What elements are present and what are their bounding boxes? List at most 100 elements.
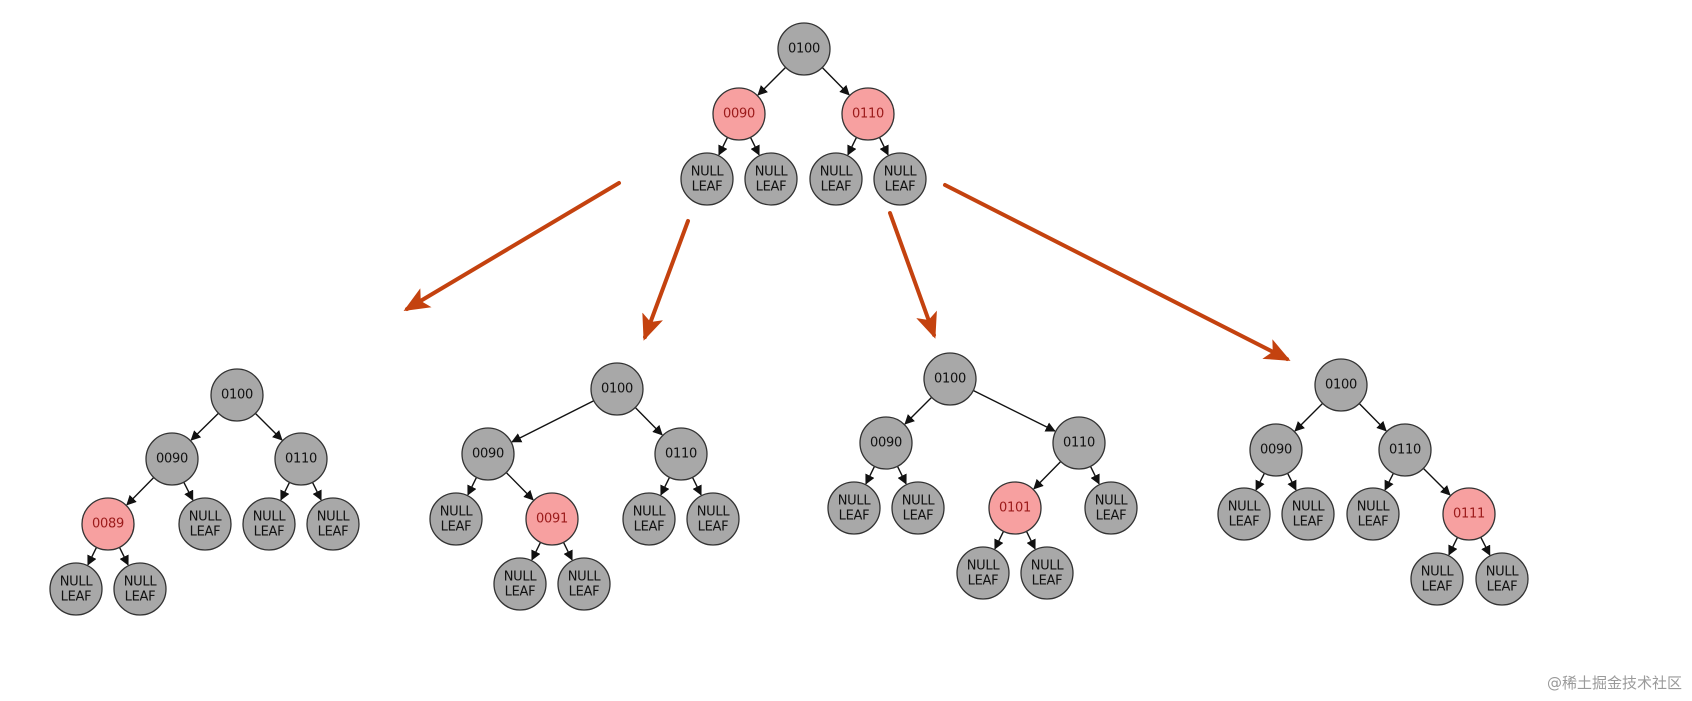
transition-arrow-1 xyxy=(403,181,621,312)
node-label: NULL xyxy=(691,165,725,180)
node-label: 0101 xyxy=(999,501,1031,516)
tree-edge xyxy=(865,466,876,485)
node-circle xyxy=(988,481,1042,535)
node-circle xyxy=(1052,416,1106,470)
insert-0111-node-0111: 0111 xyxy=(1442,487,1496,541)
tree-edge xyxy=(183,481,194,501)
tree-edge xyxy=(634,407,663,436)
insert-0101-node-0100: 0100 xyxy=(923,352,977,406)
node-label: 0090 xyxy=(723,107,755,122)
tree-edge xyxy=(847,137,858,156)
node-circle xyxy=(654,427,708,481)
node-circle xyxy=(1314,358,1368,412)
watermark: @稀土掘金技术社区 xyxy=(1546,674,1682,692)
node-label: NULL xyxy=(1031,559,1065,574)
node-label: NULL xyxy=(189,510,223,525)
tree-edge xyxy=(878,137,889,156)
tree-edge xyxy=(190,412,219,441)
node-label: LEAF xyxy=(692,180,723,195)
tree-edge xyxy=(1089,466,1100,485)
node-circle xyxy=(744,152,798,206)
node-label: NULL xyxy=(1357,500,1391,515)
node-label: 0111 xyxy=(1453,507,1485,522)
node-label: 0090 xyxy=(1260,443,1292,458)
tree-edge xyxy=(691,477,702,496)
transition-arrow-2 xyxy=(642,219,690,341)
node-circle xyxy=(1084,481,1138,535)
insert-0091-node-0100: 0100 xyxy=(590,362,644,416)
node-circle xyxy=(1020,546,1074,600)
node-label: NULL xyxy=(1228,500,1262,515)
node-circle xyxy=(956,546,1010,600)
node-label: LEAF xyxy=(505,585,536,600)
node-label: NULL xyxy=(1421,565,1455,580)
tree-edge xyxy=(1294,402,1324,432)
transition-arrow-3 xyxy=(888,211,937,339)
node-circle xyxy=(1475,552,1529,606)
node-circle xyxy=(429,492,483,546)
node-circle xyxy=(809,152,863,206)
node-label: NULL xyxy=(1095,494,1129,509)
node-label: LEAF xyxy=(885,180,916,195)
insert-0091-node-0091: 0091 xyxy=(525,492,579,546)
node-circle xyxy=(49,562,103,616)
node-label: NULL xyxy=(60,575,94,590)
node-label: NULL xyxy=(253,510,287,525)
original-node-0100: 0100 xyxy=(777,22,831,76)
node-label: LEAF xyxy=(698,520,729,535)
tree-edge xyxy=(1448,537,1459,556)
tree-edge xyxy=(511,400,595,443)
node-label: LEAF xyxy=(1487,580,1518,595)
tree-edge xyxy=(118,547,129,566)
node-label: NULL xyxy=(1292,500,1326,515)
node-label: 0100 xyxy=(1325,378,1357,393)
insert-0111-node-0090: 0090 xyxy=(1249,423,1303,477)
insert-0091-node-0110: 0110 xyxy=(654,427,708,481)
node-label: LEAF xyxy=(318,525,349,540)
node-circle xyxy=(1249,423,1303,477)
node-label: LEAF xyxy=(1032,574,1063,589)
node-label: NULL xyxy=(820,165,854,180)
node-label: LEAF xyxy=(968,574,999,589)
node-label: NULL xyxy=(884,165,918,180)
tree-edge xyxy=(311,482,322,501)
insert-0111-node-0110: 0110 xyxy=(1378,423,1432,477)
node-circle xyxy=(210,368,264,422)
tree-edge xyxy=(718,137,729,156)
node-label: LEAF xyxy=(61,590,92,605)
node-circle xyxy=(827,481,881,535)
node-label: 0089 xyxy=(92,517,124,532)
tree-edge xyxy=(280,482,291,501)
insert-0101-node-0101: 0101 xyxy=(988,481,1042,535)
node-circle xyxy=(923,352,977,406)
node-circle xyxy=(859,416,913,470)
node-label: LEAF xyxy=(254,525,285,540)
tree-edge xyxy=(505,472,534,501)
node-label: LEAF xyxy=(190,525,221,540)
node-label: 0110 xyxy=(285,452,317,467)
tree-edge xyxy=(1480,536,1491,556)
insert-0089-node-0100: 0100 xyxy=(210,368,264,422)
node-circle xyxy=(493,557,547,611)
node-circle xyxy=(1410,552,1464,606)
node-label: NULL xyxy=(124,575,158,590)
transition-arrows xyxy=(403,181,1291,361)
node-label: NULL xyxy=(967,559,1001,574)
node-circle xyxy=(525,492,579,546)
transition-arrow-4 xyxy=(943,183,1291,361)
